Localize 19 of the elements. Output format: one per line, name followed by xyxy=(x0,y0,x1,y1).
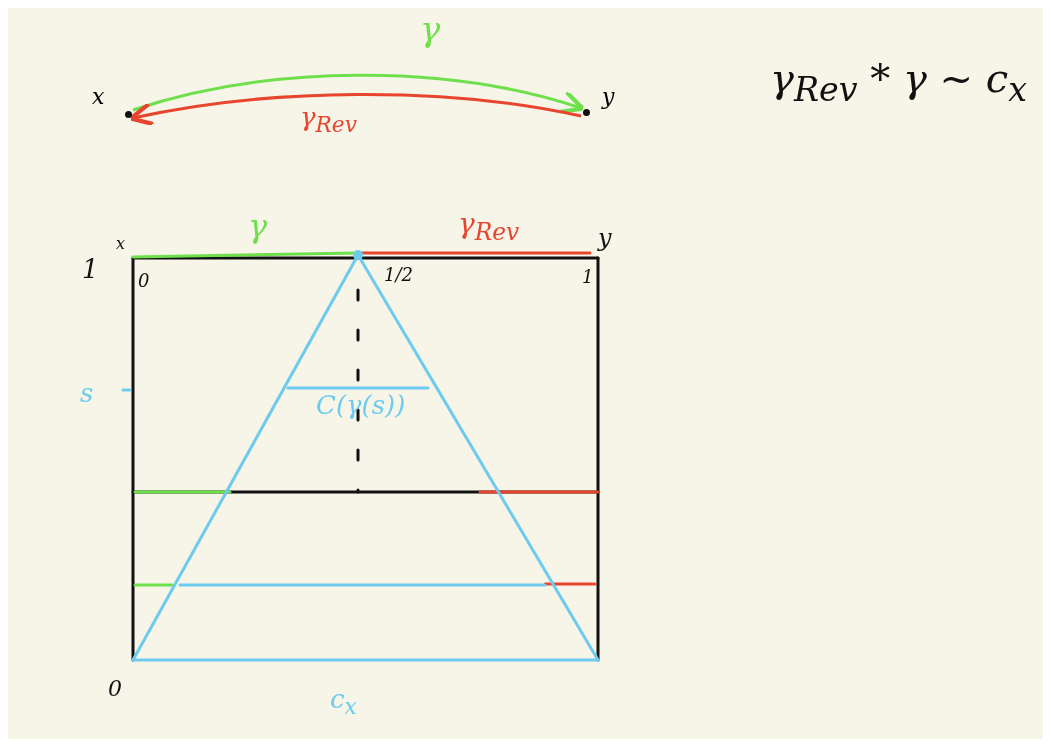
path-arrow xyxy=(128,93,582,127)
axis-value: 1 xyxy=(582,268,594,286)
point-label: x xyxy=(92,86,105,108)
point-label: y xyxy=(602,86,615,108)
parameter-label: s xyxy=(80,380,94,406)
axis-value: 1 xyxy=(82,256,99,282)
axis-value: 1/2 xyxy=(384,266,413,284)
path-arrow xyxy=(132,73,586,115)
point-label: x xyxy=(116,236,126,252)
edge-label: γ$_{Rev}$ xyxy=(300,104,357,136)
axis-value: 0 xyxy=(108,678,122,700)
axis-value: 0 xyxy=(138,272,150,290)
formula: γ$_{Rev}$ * γ ~ c$_{x}$ xyxy=(770,58,1028,107)
path-label: γ$_{Rev}$ xyxy=(458,210,520,244)
path-label: c$_{x}$ xyxy=(330,686,357,718)
path-label: γ xyxy=(248,210,268,242)
edge-label: γ xyxy=(420,12,441,46)
path-label: C(γ(s)) xyxy=(316,392,406,418)
point-label: y xyxy=(598,226,612,250)
